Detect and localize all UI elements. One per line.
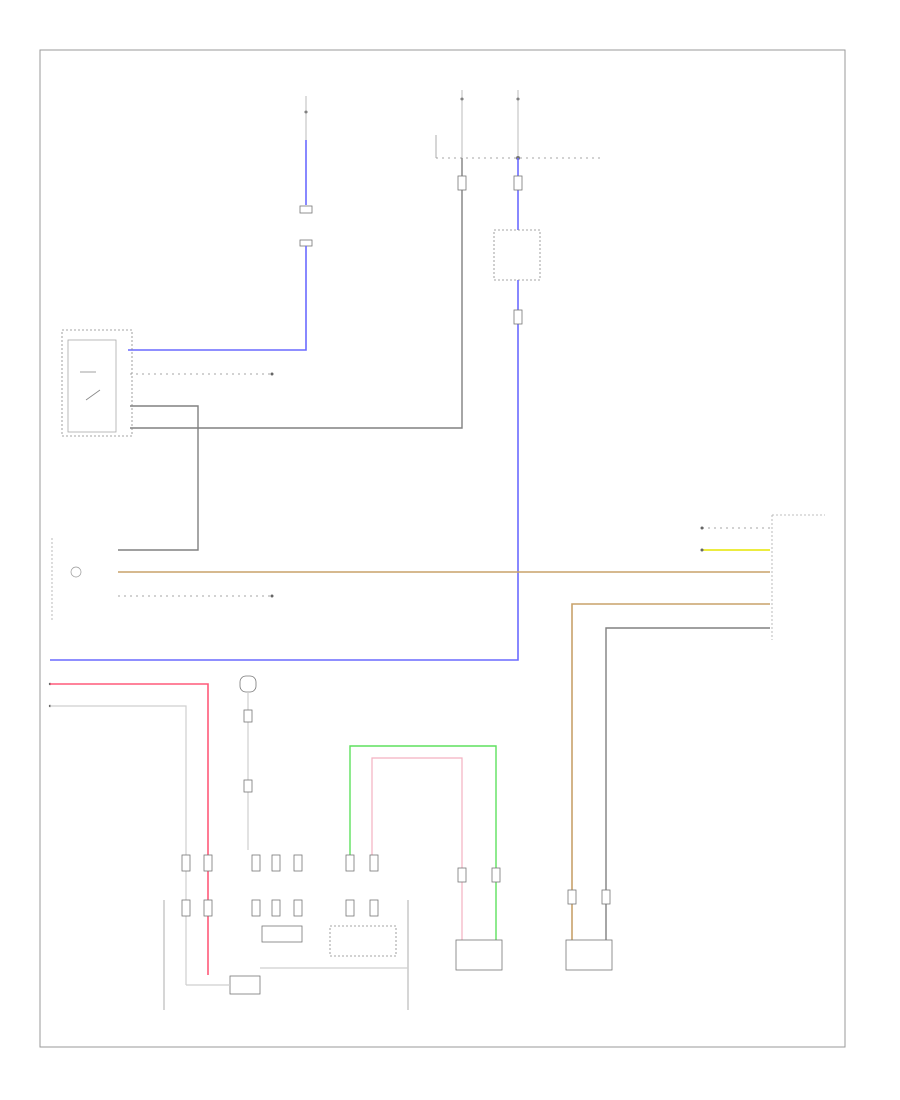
power-source-fuse-1: [304, 96, 308, 140]
main-relay-block: [61, 329, 133, 437]
connector-meter-upper: [243, 709, 253, 723]
connector-upper-blue: [299, 205, 313, 214]
wire-blue-to-relay: [128, 246, 307, 351]
ground-point-meter: [239, 675, 257, 693]
sensor-2-connector-a: [567, 889, 577, 905]
wire-red-to-meter: [50, 683, 209, 975]
sensor-2-connector-b: [601, 889, 611, 905]
relay-box-right: [493, 229, 541, 281]
connector-meter-mid: [243, 779, 253, 793]
sensor-1-connector-b: [491, 867, 501, 883]
power-source-fuse-2: [460, 90, 464, 158]
wire-white-to-meter: [50, 705, 187, 985]
diagram-frame: [39, 49, 846, 1048]
sensor-2-box: [565, 939, 613, 971]
connector-blue-fuse3-upper: [513, 175, 523, 191]
wire-green-to-sensor-1: [349, 745, 497, 940]
ground-symbol-ecm: [70, 566, 82, 578]
connector-lower-blue: [299, 239, 313, 247]
meter-cpu-box: [229, 975, 261, 995]
combination-meter-connectors: [181, 854, 379, 917]
connector-gray-upper: [457, 175, 467, 191]
sensor-1-connector-a: [457, 867, 467, 883]
meter-gauge-box: [261, 925, 303, 943]
wire-gray-to-sensor-2: [605, 627, 770, 940]
wire-gray-relay-to-ecm: [118, 405, 199, 551]
wire-gray-fuse2: [130, 158, 463, 429]
power-source-fuse-3: [516, 90, 520, 158]
wire-tan-to-sensor-2: [571, 603, 770, 940]
wire-pink-to-sensor-1: [371, 757, 463, 940]
connector-blue-lower: [513, 309, 523, 325]
wire-blue-long: [50, 280, 519, 661]
meter-indicator-box: [329, 925, 397, 957]
sensor-1-box: [455, 939, 503, 971]
